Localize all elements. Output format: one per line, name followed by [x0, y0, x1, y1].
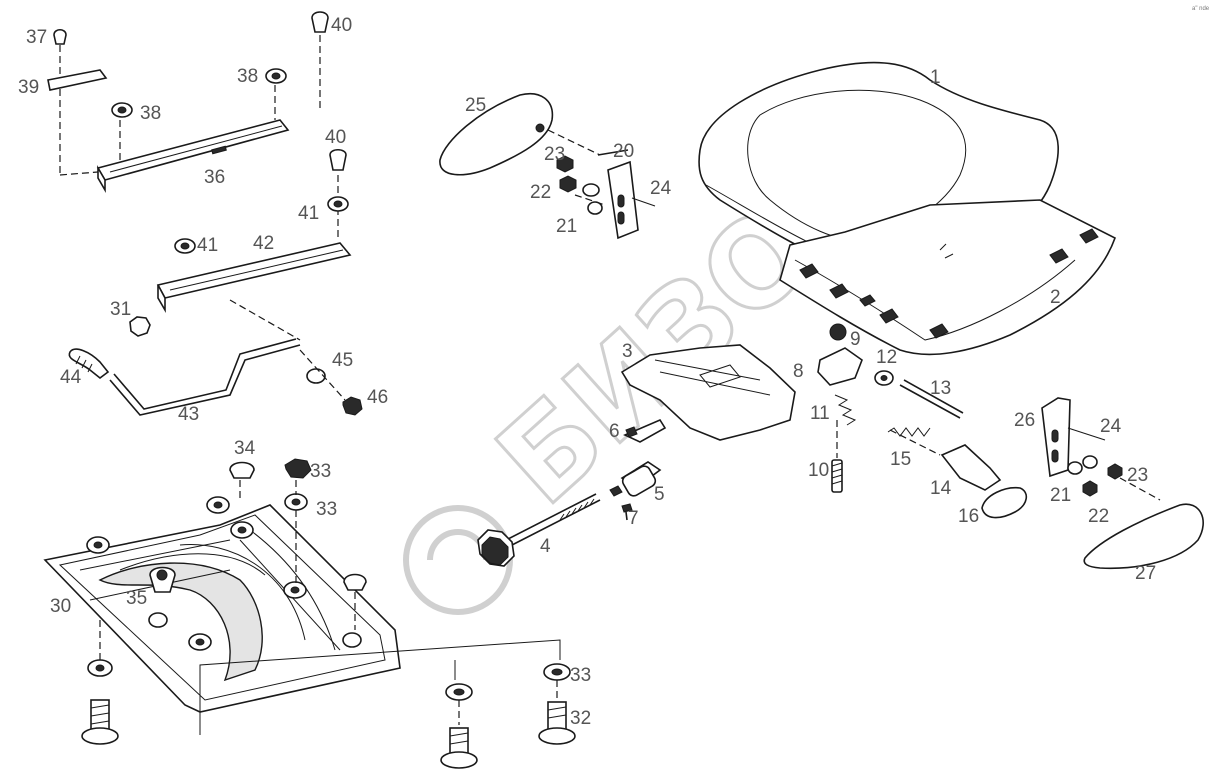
part-base-pivot: [149, 566, 176, 593]
label-21a: 21: [556, 216, 577, 237]
part-armrest-left: [439, 93, 601, 176]
label-41a: 41: [298, 203, 319, 224]
label-38b: 38: [140, 103, 161, 124]
label-44: 44: [60, 367, 82, 388]
label-22b: 22: [1088, 506, 1109, 527]
part-lock-spring: [834, 394, 857, 426]
part-release-lever: [68, 338, 301, 416]
label-24b: 24: [1100, 416, 1122, 437]
label-35: 35: [126, 588, 147, 609]
label-42: 42: [253, 233, 274, 254]
part-armrest-bracket-right: [1041, 397, 1106, 478]
label-24a: 24: [650, 178, 672, 199]
label-30: 30: [50, 596, 71, 617]
part-slide-bracket: [620, 344, 796, 441]
part-adjusting-screw: [477, 493, 601, 567]
part-base-top-fasteners: [229, 458, 367, 630]
label-27: 27: [1135, 563, 1156, 584]
part-rail-bolts-lower: [129, 148, 349, 337]
label-41b: 41: [197, 235, 218, 256]
part-rail-bolts-upper: [47, 11, 329, 118]
label-13: 13: [930, 378, 951, 399]
part-small-screw: [621, 503, 633, 521]
label-3: 3: [622, 341, 633, 362]
label-33a: 33: [310, 461, 331, 482]
label-10: 10: [808, 460, 829, 481]
label-36: 36: [204, 167, 225, 188]
label-38a: 38: [237, 66, 258, 87]
label-22a: 22: [530, 182, 551, 203]
part-fasteners-left: [556, 155, 606, 215]
part-armrest-bracket-left: [597, 149, 656, 240]
label-39: 39: [18, 77, 39, 98]
label-23a: 23: [544, 144, 565, 165]
label-25: 25: [465, 95, 486, 116]
label-37: 37: [26, 27, 47, 48]
label-23b: 23: [1127, 465, 1148, 486]
label-1: 1: [930, 67, 941, 88]
part-lever-washer-nut: [299, 349, 363, 416]
label-33c: 33: [570, 665, 591, 686]
corner-note: a" nde: [1192, 6, 1210, 12]
part-lock-plate: [889, 429, 1002, 491]
part-seat-pan: [779, 199, 1116, 356]
label-33b: 33: [316, 499, 337, 520]
label-11: 11: [810, 403, 830, 424]
part-rail-lower: [156, 175, 352, 341]
part-base-bolts: [81, 620, 576, 769]
label-43: 43: [178, 404, 199, 425]
part-lock-rod: [899, 379, 964, 419]
label-12: 12: [876, 347, 897, 368]
label-21b: 21: [1050, 485, 1071, 506]
label-32: 32: [570, 708, 591, 729]
label-34: 34: [234, 438, 256, 459]
part-nut-housing: [609, 461, 662, 497]
label-14: 14: [930, 478, 952, 499]
label-6: 6: [609, 421, 620, 442]
part-base-plate: [43, 504, 401, 713]
part-lock-bolt: [831, 420, 843, 493]
label-40a: 40: [331, 15, 352, 36]
label-15: 15: [890, 449, 911, 470]
part-number-labels: 1 2 3 4 5 6 7 8 9 10 11 12 13 14 15 16 2…: [18, 15, 1156, 729]
part-armrest-right: [1083, 503, 1204, 570]
part-lock-lever: [817, 323, 863, 386]
part-rail-upper: [59, 35, 321, 193]
part-base-washers: [86, 496, 362, 651]
label-8: 8: [793, 361, 804, 382]
label-16: 16: [958, 506, 979, 527]
label-4: 4: [540, 536, 551, 557]
part-clip: [623, 418, 667, 443]
part-fasteners-right: [1067, 455, 1161, 501]
label-20: 20: [613, 141, 634, 162]
label-46: 46: [367, 387, 388, 408]
label-40b: 40: [325, 127, 346, 148]
part-washer-12: [874, 370, 894, 386]
part-lock-handle: [981, 486, 1028, 519]
label-31: 31: [110, 299, 131, 320]
label-2: 2: [1050, 287, 1061, 308]
label-9: 9: [850, 329, 861, 350]
label-5: 5: [654, 484, 665, 505]
label-45: 45: [332, 350, 353, 371]
part-lock-spring-15: [887, 427, 931, 437]
label-7: 7: [628, 508, 639, 529]
label-26: 26: [1014, 410, 1035, 431]
